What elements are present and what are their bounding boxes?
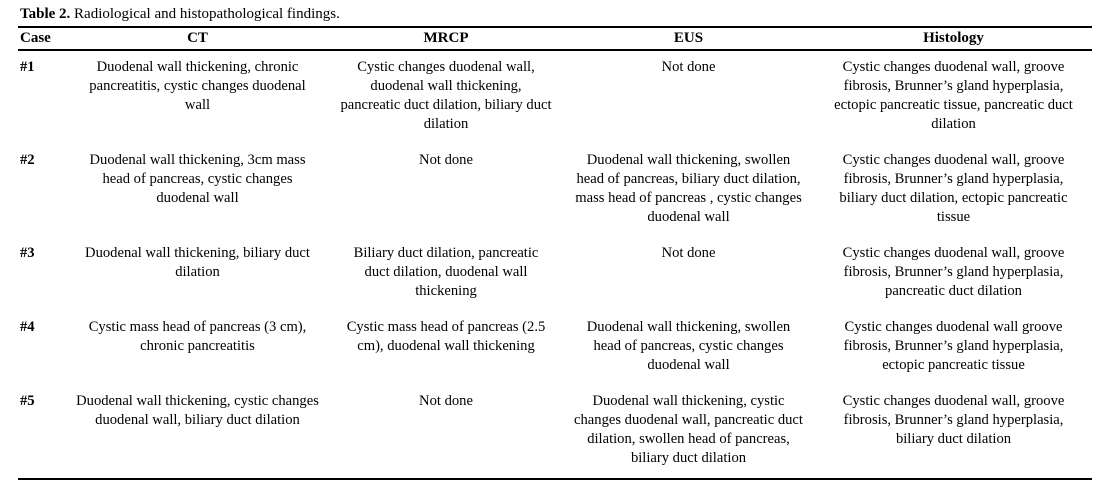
case-id: #1 bbox=[20, 59, 35, 75]
ct-finding: Cystic mass head of pancreas (3 cm), chr… bbox=[88, 319, 307, 354]
histology-finding: Cystic changes duodenal wall groove fibr… bbox=[843, 319, 1064, 373]
ct-finding: Duodenal wall thickening, biliary duct d… bbox=[85, 245, 310, 280]
ct-finding: Duodenal wall thickening, chronic pancre… bbox=[89, 59, 306, 113]
column-header-mrcp: MRCP bbox=[330, 27, 562, 51]
table-caption: Table 2. Radiological and histopathologi… bbox=[20, 5, 1093, 23]
table-header: Case CT MRCP EUS Histology bbox=[18, 27, 1092, 51]
mrcp-finding: Not done bbox=[419, 393, 473, 409]
case-id: #5 bbox=[20, 393, 35, 409]
table-caption-number: Table 2. bbox=[20, 6, 71, 22]
findings-table: Case CT MRCP EUS Histology #1 Duodenal w… bbox=[18, 26, 1092, 480]
mrcp-finding: Biliary duct dilation, pancreatic duct d… bbox=[353, 245, 539, 299]
histology-finding: Cystic changes duodenal wall, groove fib… bbox=[834, 59, 1073, 132]
eus-finding: Not done bbox=[661, 59, 716, 75]
eus-finding: Duodenal wall thickening, swollen head o… bbox=[575, 152, 802, 225]
table-row: #5 Duodenal wall thickening, cystic chan… bbox=[18, 385, 1092, 479]
mrcp-finding: Cystic mass head of pancreas (2.5 cm), d… bbox=[346, 319, 546, 354]
eus-finding: Duodenal wall thickening, swollen head o… bbox=[586, 319, 791, 373]
column-header-ct: CT bbox=[65, 27, 330, 51]
table-row: #2 Duodenal wall thickening, 3cm mass he… bbox=[18, 144, 1092, 237]
histology-finding: Cystic changes duodenal wall, groove fib… bbox=[842, 245, 1065, 299]
table-caption-text: Radiological and histopathological findi… bbox=[70, 6, 340, 22]
column-header-histology: Histology bbox=[815, 27, 1092, 51]
eus-finding: Not done bbox=[661, 245, 716, 261]
eus-finding: Duodenal wall thickening, cystic changes… bbox=[574, 393, 803, 466]
histology-finding: Cystic changes duodenal wall, groove fib… bbox=[842, 393, 1065, 447]
case-id: #3 bbox=[20, 245, 35, 261]
histology-finding: Cystic changes duodenal wall, groove fib… bbox=[839, 152, 1068, 225]
ct-finding: Duodenal wall thickening, cystic changes… bbox=[76, 393, 319, 428]
mrcp-finding: Cystic changes duodenal wall, duodenal w… bbox=[340, 59, 552, 132]
column-header-case: Case bbox=[18, 27, 65, 51]
ct-finding: Duodenal wall thickening, 3cm mass head … bbox=[89, 152, 306, 206]
table-row: #4 Cystic mass head of pancreas (3 cm), … bbox=[18, 311, 1092, 385]
case-id: #4 bbox=[20, 319, 35, 335]
table-row: #3 Duodenal wall thickening, biliary duc… bbox=[18, 237, 1092, 311]
table-body: #1 Duodenal wall thickening, chronic pan… bbox=[18, 50, 1092, 479]
case-id: #2 bbox=[20, 152, 35, 168]
column-header-eus: EUS bbox=[562, 27, 815, 51]
table-row: #1 Duodenal wall thickening, chronic pan… bbox=[18, 50, 1092, 144]
header-row: Case CT MRCP EUS Histology bbox=[18, 27, 1092, 51]
mrcp-finding: Not done bbox=[419, 152, 473, 168]
